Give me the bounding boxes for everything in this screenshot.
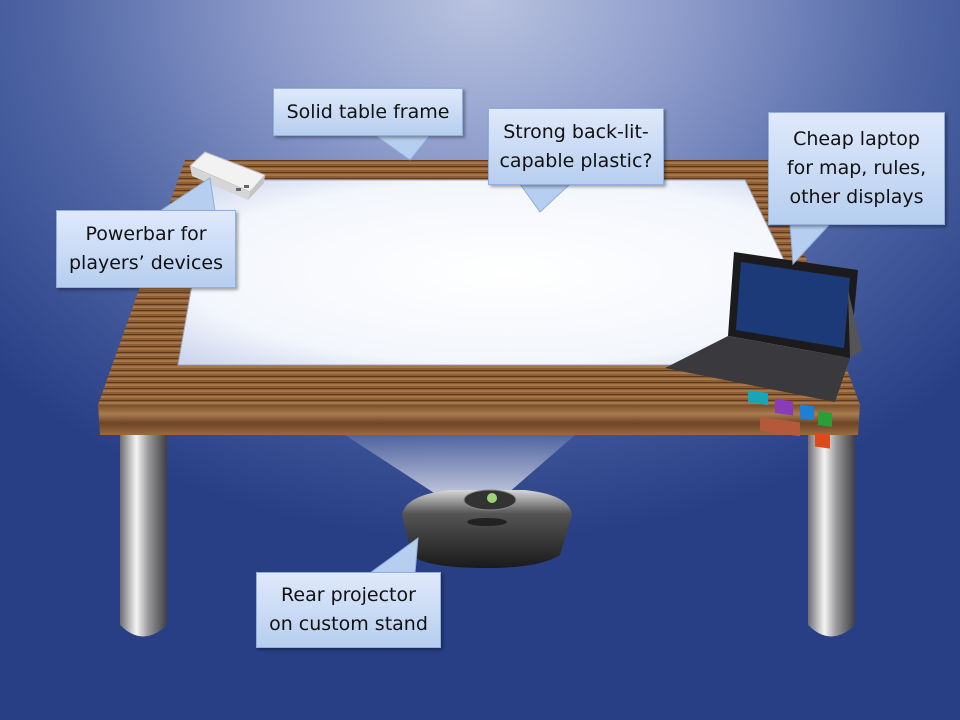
powerbar-image xyxy=(189,151,266,200)
callout-text: Rear projector xyxy=(281,584,416,606)
projector-light-beam xyxy=(345,435,575,500)
callout-text: capable plastic? xyxy=(499,149,653,172)
laptop-image xyxy=(665,252,862,449)
callout-powerbar: Powerbar for players’ devices xyxy=(56,210,236,288)
callout-text: Solid table frame xyxy=(286,100,450,123)
callout-text: other displays xyxy=(789,186,924,208)
table-legs xyxy=(120,425,855,637)
callout-text: on custom stand xyxy=(269,613,428,635)
callout-solid-table-frame: Solid table frame xyxy=(273,88,463,136)
callout-text: Powerbar for xyxy=(85,223,207,245)
callout-cheap-laptop: Cheap laptop for map, rules, other displ… xyxy=(768,112,945,225)
table-frame xyxy=(98,160,860,435)
projector-image xyxy=(402,489,572,568)
callout-text: players’ devices xyxy=(68,252,223,274)
callout-back-lit-plastic: Strong back-lit- capable plastic? xyxy=(488,108,664,185)
callout-rear-projector: Rear projector on custom stand xyxy=(256,572,441,648)
callout-text: Strong back-lit- xyxy=(503,120,649,143)
callout-tails xyxy=(158,134,832,574)
callout-text: Cheap laptop xyxy=(793,128,920,150)
callout-text: for map, rules, xyxy=(786,157,927,179)
